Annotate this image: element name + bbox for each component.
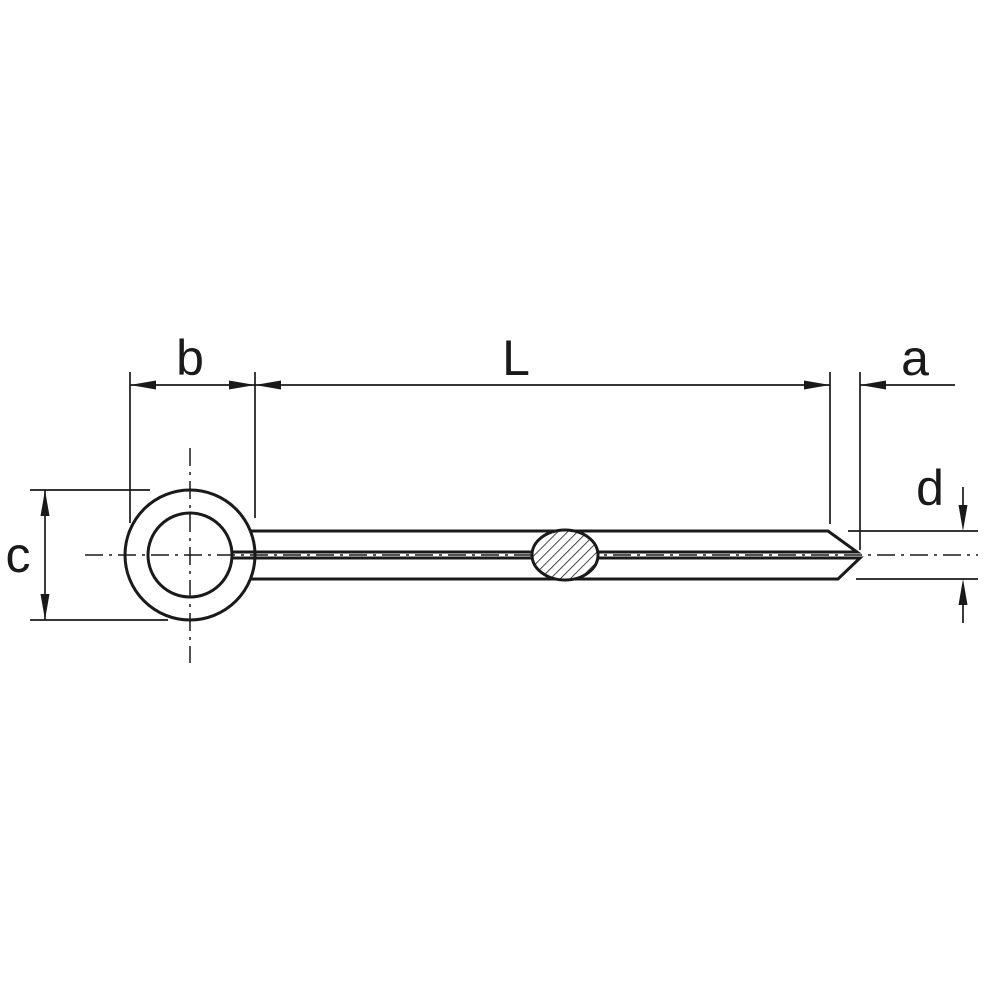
dimension-b-label: b [176,330,204,386]
cross-section-hatch-ellipse [530,528,600,582]
dim-a-arrow-left-icon [860,380,886,390]
dimension-c: c [6,489,168,621]
dimension-d: d [848,460,978,623]
dim-b-arrow-left-icon [130,380,156,390]
dimension-L-label: L [502,330,530,386]
cross-section-indicator [530,528,600,582]
dim-b-arrow-right-icon [229,380,255,390]
dim-d-arrow-up-icon [958,579,968,605]
dim-c-arrow-top-icon [40,490,50,516]
dimension-a: a [859,330,955,550]
dimension-b: b [129,330,256,523]
dim-d-arrow-down-icon [958,505,968,531]
dimension-c-label: c [6,527,31,583]
dim-L-arrow-left-icon [255,380,281,390]
dim-c-arrow-bottom-icon [40,594,50,620]
dimension-L: L [255,330,831,524]
dimension-d-label: d [916,460,944,516]
dim-L-arrow-right-icon [804,380,830,390]
dimension-a-label: a [901,330,929,386]
